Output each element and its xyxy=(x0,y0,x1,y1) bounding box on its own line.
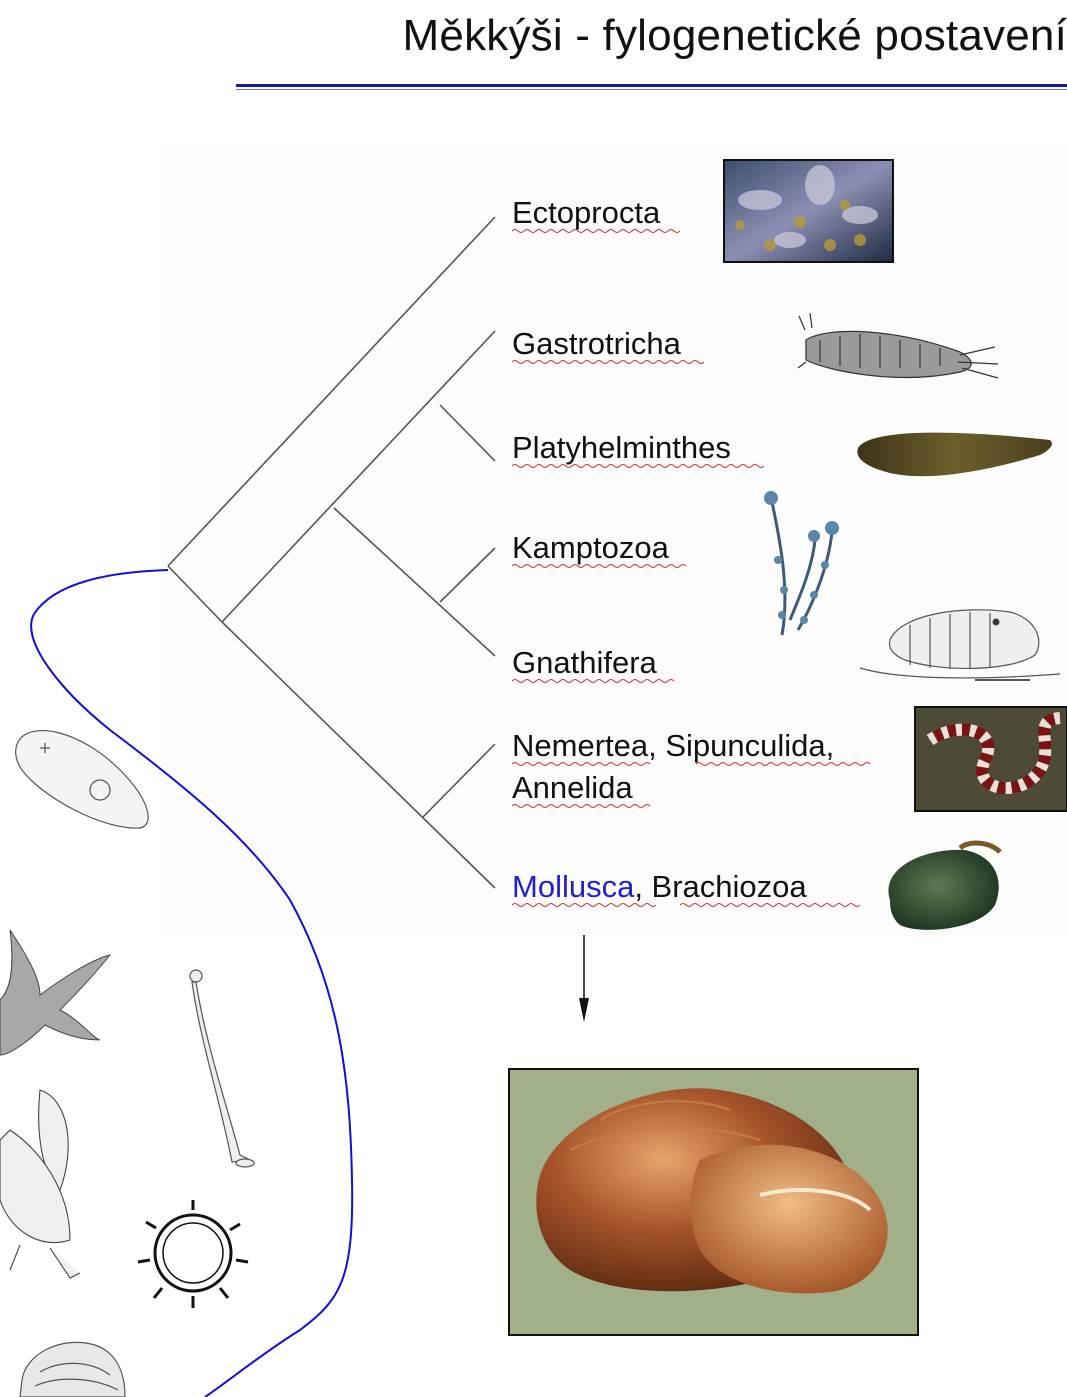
branch-ectoprocta xyxy=(168,217,495,566)
taxon-ectoprocta: Ectoprocta xyxy=(512,195,661,230)
kamptozoan-drawing xyxy=(764,491,839,635)
taxon-nemertea-line1: Nemertea, Sipunculida, xyxy=(512,728,834,763)
cladogram-branches xyxy=(168,217,495,888)
taxon-kamptozoa: Kamptozoa xyxy=(512,530,670,565)
ribbon-worm-photo xyxy=(915,707,1067,811)
taxon-gastrotricha: Gastrotricha xyxy=(512,326,682,361)
taxon-mollusca-brachiozoa: Mollusca, Brachiozoa xyxy=(512,869,807,904)
freshwater-snail-photo xyxy=(888,843,1000,930)
result-arrow xyxy=(579,935,589,1022)
bryozoan-colony-photo xyxy=(724,160,893,262)
rotifer-drawing xyxy=(860,610,1060,680)
sea-cucumber-ring-drawing xyxy=(138,1200,248,1308)
hydroid-drawing xyxy=(190,970,254,1167)
taxon-brachiozoa: , Brachiozoa xyxy=(634,869,807,904)
branch-mollusca xyxy=(222,622,495,888)
branch-gnathifera xyxy=(334,508,495,656)
taxon-platyhelminthes: Platyhelminthes xyxy=(512,430,731,465)
branch-platyhelminthes xyxy=(440,405,495,461)
starfish-drawing xyxy=(0,930,110,1055)
branch-kamptozoa xyxy=(440,548,495,602)
gastrotrich-drawing xyxy=(798,313,998,378)
taxon-nemertea-line2: Annelida xyxy=(512,770,633,805)
snail-shell-drawing xyxy=(20,1342,125,1397)
taxon-mollusca: Mollusca xyxy=(512,869,635,904)
flatworm-photo xyxy=(857,433,1052,477)
land-snail-shell-photo xyxy=(509,1069,918,1335)
branch-internal-root xyxy=(168,566,222,622)
taxon-labels: Ectoprocta Gastrotricha Platyhelminthes … xyxy=(512,195,834,904)
insect-drawing xyxy=(0,1090,80,1278)
taxon-gnathifera: Gnathifera xyxy=(512,645,658,680)
branch-nemertea xyxy=(422,744,495,818)
flatworm-drawing xyxy=(16,731,149,829)
branch-gastrotricha xyxy=(222,331,495,622)
